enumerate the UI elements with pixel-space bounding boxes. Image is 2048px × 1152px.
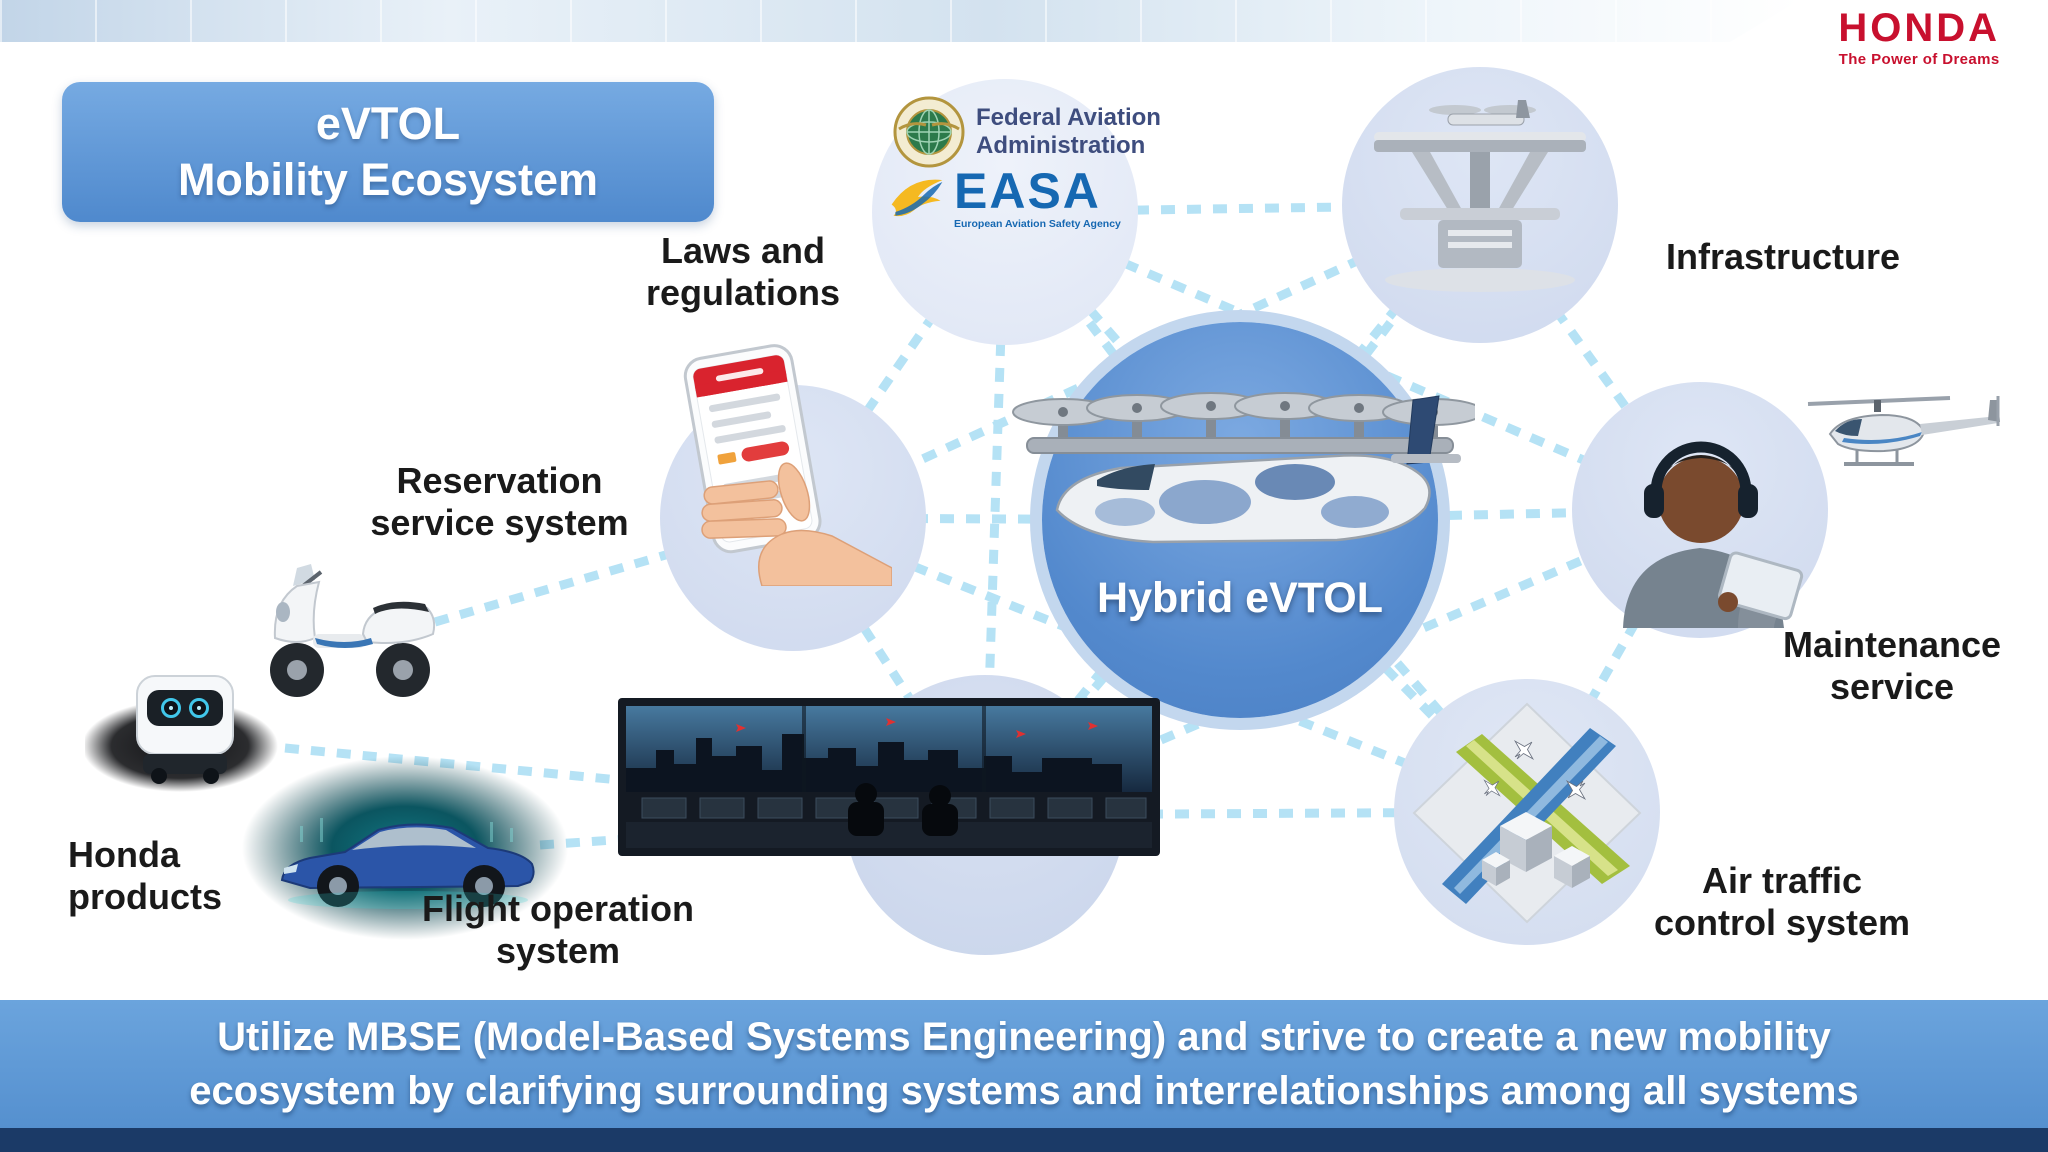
footer-text: Utilize MBSE (Model-Based Systems Engine… bbox=[189, 1015, 1859, 1113]
node-hybrid-evtol-circle: Hybrid eVTOL bbox=[1012, 322, 1475, 718]
atc-map-illustration bbox=[1412, 702, 1642, 924]
honda-tagline: The Power of Dreams bbox=[1838, 51, 2000, 68]
title-card: eVTOL Mobility Ecosystem bbox=[62, 82, 714, 222]
label-maintenance: Maintenance service bbox=[1782, 624, 2002, 707]
label-laws: Laws and regulations bbox=[645, 230, 841, 313]
easa-bird-icon bbox=[891, 179, 943, 217]
technician-illustration bbox=[1623, 441, 1804, 628]
label-reservation: Reservation service system bbox=[370, 460, 629, 543]
bottom-strip bbox=[0, 1128, 2048, 1152]
vertiport-illustration bbox=[1374, 100, 1586, 292]
footer-banner: Utilize MBSE (Model-Based Systems Engine… bbox=[0, 1000, 2048, 1128]
honda-logo: HONDA The Power of Dreams bbox=[1838, 8, 2000, 68]
phone-in-hand-illustration bbox=[683, 344, 892, 586]
control-room-illustration bbox=[618, 698, 1160, 856]
page-title: eVTOL Mobility Ecosystem bbox=[177, 97, 599, 205]
scooter-illustration bbox=[270, 564, 436, 697]
label-infrastructure: Infrastructure bbox=[1665, 236, 1901, 277]
faa-seal-icon bbox=[893, 96, 965, 168]
easa-logo-text: EASA bbox=[954, 163, 1101, 219]
easa-logo: EASA European Aviation Safety Agency bbox=[886, 163, 1121, 230]
delivery-robot-illustration bbox=[85, 675, 278, 792]
label-atc: Air traffic control system bbox=[1653, 860, 1911, 943]
label-honda-products: Honda products bbox=[68, 834, 223, 917]
label-flight-ops: Flight operation system bbox=[422, 888, 694, 971]
faa-logo-text: Federal Aviation Administration bbox=[976, 104, 1161, 159]
center-node-label: Hybrid eVTOL bbox=[1097, 574, 1383, 622]
hybrid-evtol-illustration bbox=[1012, 392, 1475, 544]
connection-line bbox=[433, 513, 795, 627]
easa-logo-subtitle: European Aviation Safety Agency bbox=[954, 217, 1121, 230]
header-band bbox=[0, 0, 1800, 42]
sedan-illustration bbox=[242, 756, 568, 940]
honda-wordmark: HONDA bbox=[1838, 6, 2000, 50]
helicopter-icon bbox=[1807, 396, 2000, 466]
